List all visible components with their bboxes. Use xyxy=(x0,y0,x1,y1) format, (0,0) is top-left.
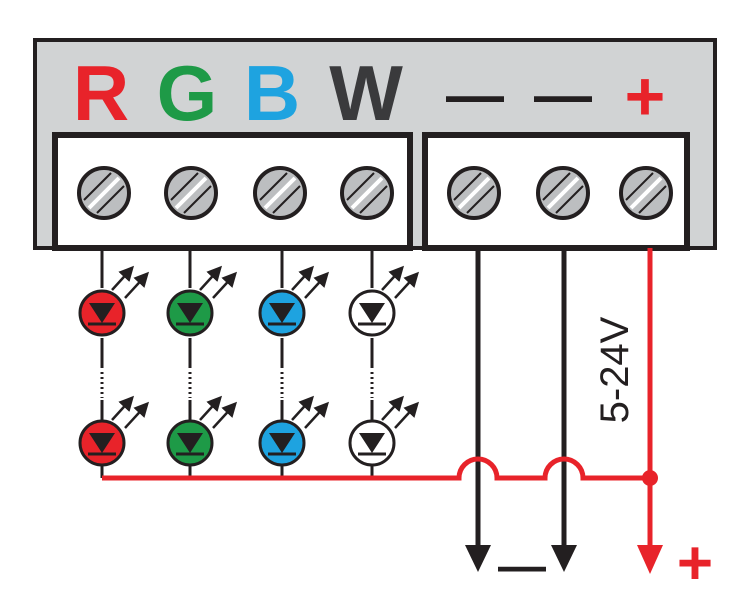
led-r-1 xyxy=(78,265,150,337)
positive-junction xyxy=(642,470,658,486)
power-label-negative-1: — xyxy=(446,63,504,128)
led-b-2 xyxy=(258,395,330,467)
led-w-2 xyxy=(348,395,420,467)
positive-common-wire xyxy=(102,248,653,548)
positive-output-arrow xyxy=(637,545,663,574)
channel-label-r: R xyxy=(73,49,129,137)
voltage-label: 5-24V xyxy=(593,316,637,423)
output-negative-label: — xyxy=(498,540,546,593)
led-b-1 xyxy=(258,265,330,337)
negative-wire-1 xyxy=(465,248,491,572)
screw-negative-2 xyxy=(536,166,590,220)
screw-g xyxy=(164,166,218,220)
channel-label-b: B xyxy=(244,49,300,137)
led-g-1 xyxy=(166,265,238,337)
screw-w xyxy=(340,166,394,220)
screw-r xyxy=(77,166,131,220)
led-r-2 xyxy=(78,395,150,467)
negative-wire-2 xyxy=(551,248,577,572)
channel-label-g: G xyxy=(157,49,218,137)
screw-positive xyxy=(619,166,673,220)
screw-b xyxy=(253,166,307,220)
power-label-negative-2: — xyxy=(534,63,592,128)
led-g-2 xyxy=(166,395,238,467)
power-label-positive: + xyxy=(625,57,666,135)
channel-label-w: W xyxy=(329,49,403,137)
led-wires xyxy=(100,248,374,478)
led-w-1 xyxy=(348,265,420,337)
output-positive-label: + xyxy=(677,529,713,598)
screw-negative-1 xyxy=(447,166,501,220)
